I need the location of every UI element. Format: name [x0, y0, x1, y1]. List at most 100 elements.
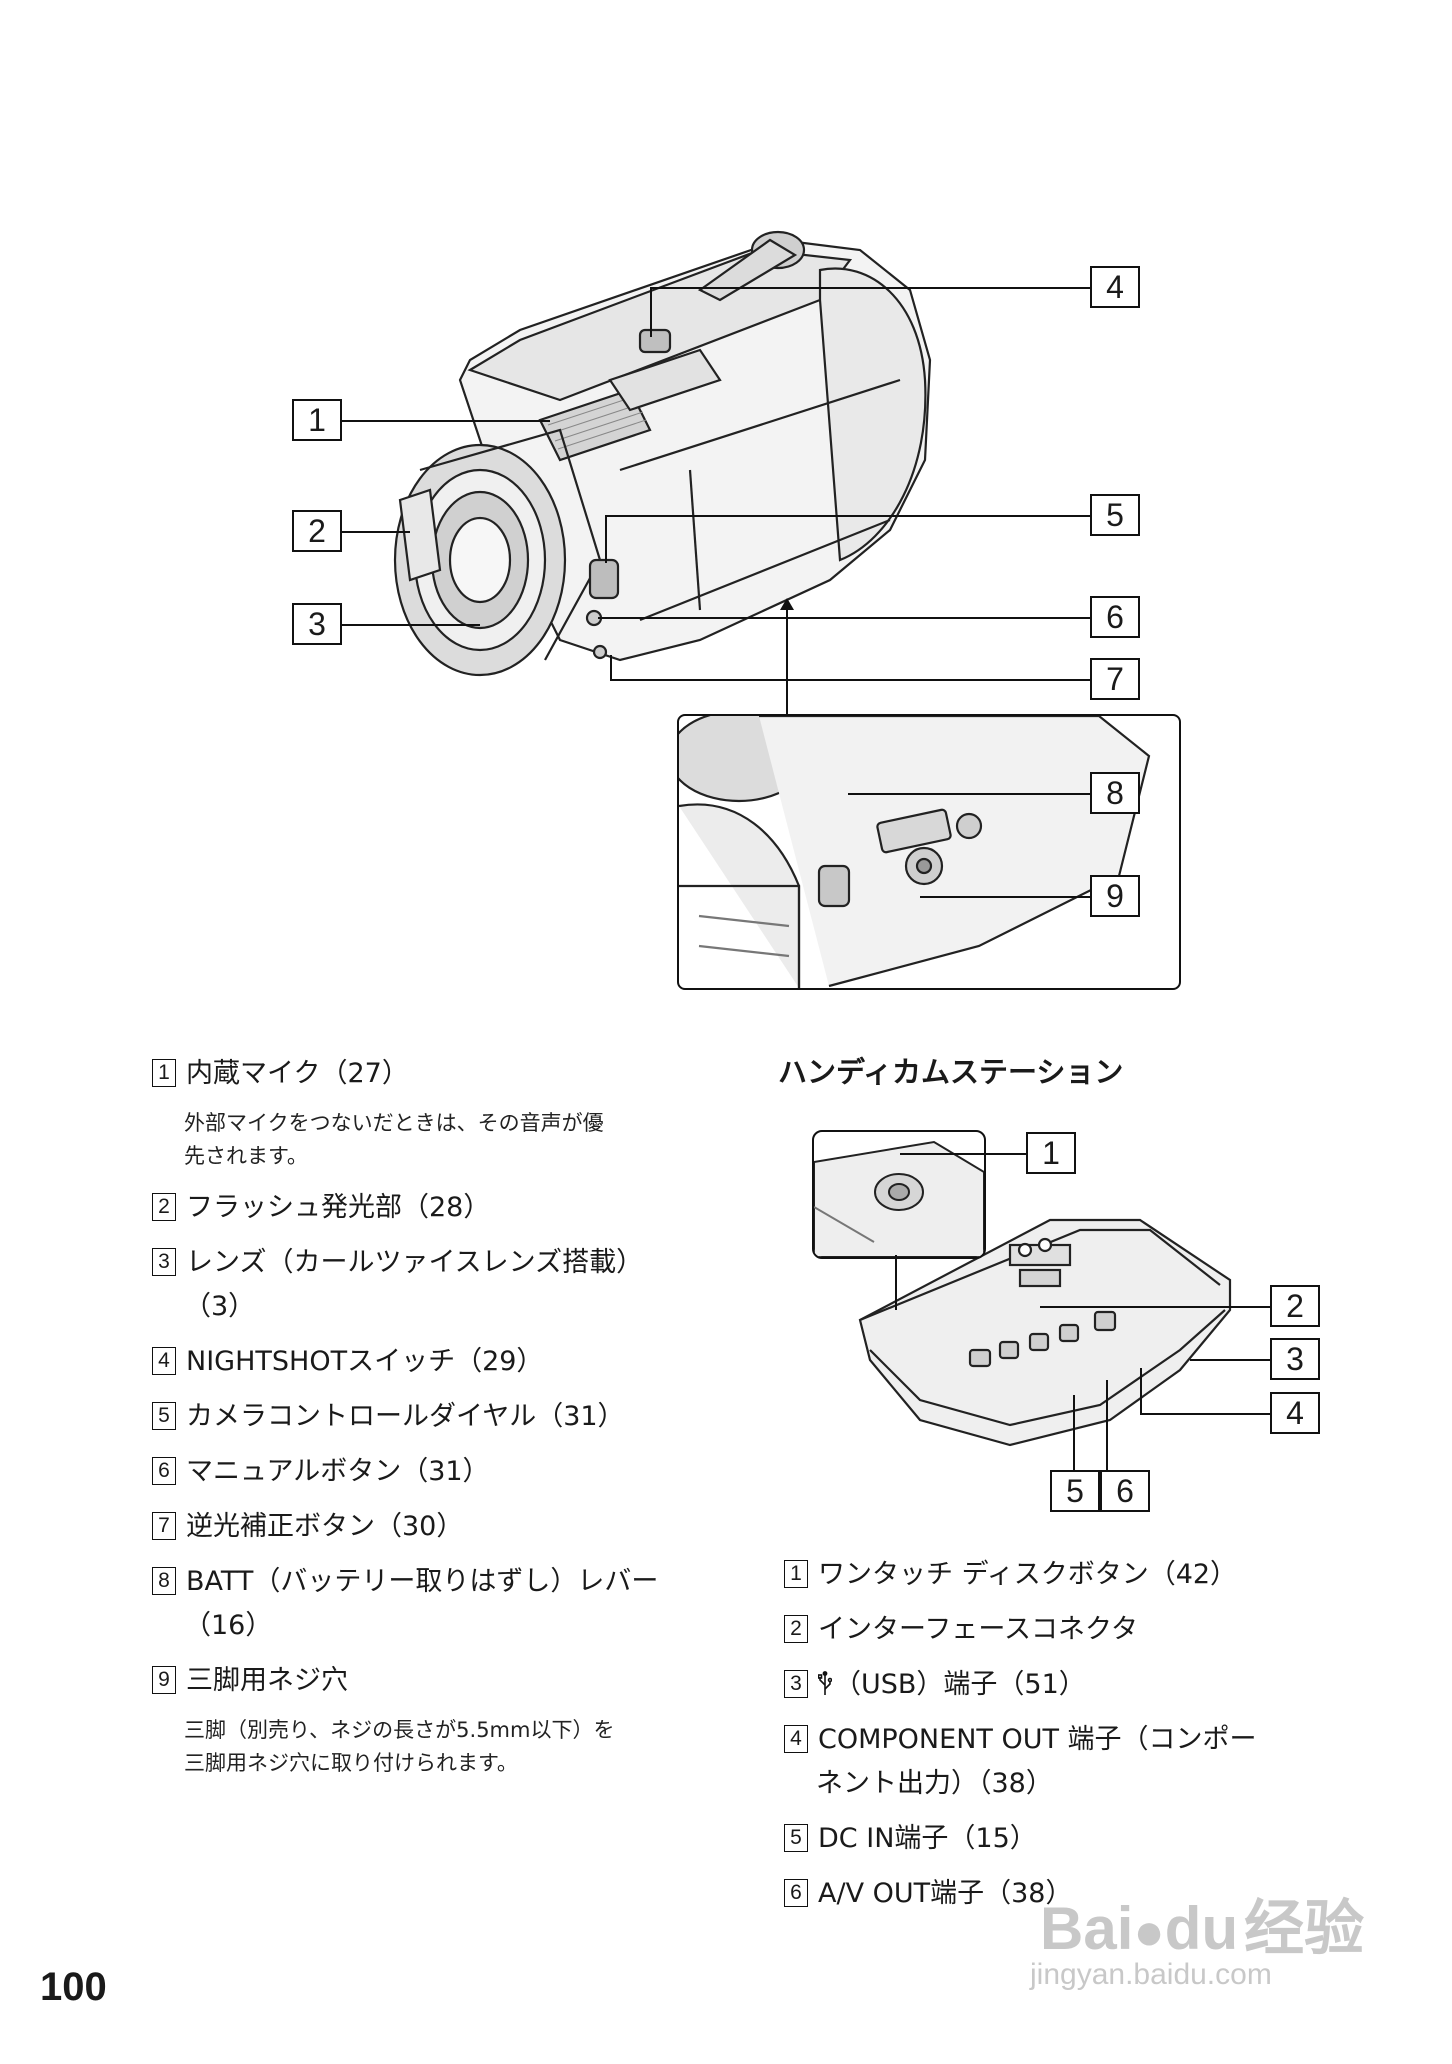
callout-8: 8	[1090, 772, 1140, 814]
item-number-box: 8	[152, 1567, 176, 1595]
station-callout-4-vert	[1140, 1368, 1142, 1413]
item-number-box: 5	[152, 1402, 176, 1430]
item-number-box: 6	[784, 1879, 808, 1907]
list-item: 2 フラッシュ発光部（28）	[152, 1186, 490, 1230]
station-callout-5: 5	[1050, 1470, 1100, 1512]
item-number-box: 9	[152, 1666, 176, 1694]
item-number-box: 2	[784, 1615, 808, 1643]
callout-9-leader	[920, 896, 1090, 898]
item-number-box: 7	[152, 1512, 176, 1540]
watermark-brand: Bai	[1040, 1895, 1134, 1962]
note-line: 先されます。	[184, 1144, 308, 1168]
item-number-box: 4	[152, 1347, 176, 1375]
callout-3-leader	[340, 624, 480, 626]
callout-6: 6	[1090, 596, 1140, 638]
inset-connector-line	[895, 1255, 897, 1310]
callout-9: 9	[1090, 875, 1140, 917]
callout-4: 4	[1090, 266, 1140, 308]
item-label: NIGHTSHOTスイッチ（29）	[186, 1346, 544, 1377]
list-item: 6 マニュアルボタン（31）	[152, 1450, 490, 1494]
item-label: インターフェースコネクタ	[818, 1614, 1138, 1645]
item-label: BATT（バッテリー取りはずし）レバー	[186, 1566, 659, 1597]
list-item: 5 カメラコントロールダイヤル（31）	[152, 1395, 625, 1439]
list-item: 3 レンズ（カールツァイスレンズ搭載）	[152, 1241, 643, 1285]
item-number-box: 3	[784, 1670, 808, 1698]
callout-4-leader	[650, 287, 1090, 289]
page-number: 100	[40, 1965, 107, 2009]
item-label: A/V OUT端子（38）	[818, 1878, 1073, 1909]
item-continuation: （16）	[184, 1610, 273, 1641]
callout-3: 3	[292, 603, 342, 645]
item-label: ワンタッチ ディスクボタン（42）	[818, 1559, 1238, 1590]
item-number-box: 6	[152, 1457, 176, 1485]
station-illustration	[858, 1218, 1232, 1447]
camcorder-bottom-view	[679, 716, 1151, 988]
station-callout-1-leader	[900, 1153, 1060, 1155]
item-number-box: 3	[152, 1248, 176, 1276]
item-number-box: 4	[784, 1725, 808, 1753]
callout-4-vert	[650, 287, 652, 337]
item-number-box: 5	[784, 1824, 808, 1852]
item-number-box: 1	[784, 1560, 808, 1588]
callout-7-leader	[610, 679, 1090, 681]
station-callout-1: 1	[1026, 1132, 1076, 1174]
item-label: マニュアルボタン（31）	[186, 1456, 490, 1487]
item-label: DC IN端子（15）	[818, 1823, 1037, 1854]
station-callout-3: 3	[1270, 1338, 1320, 1380]
paw-icon: ●	[1133, 1903, 1165, 1961]
item-label: （USB）端子（51）	[834, 1669, 1086, 1700]
callout-5-vert	[605, 515, 607, 563]
item-label: COMPONENT OUT 端子（コンポー	[818, 1724, 1257, 1755]
callout-1: 1	[292, 399, 342, 441]
item-label: 逆光補正ボタン（30）	[186, 1511, 464, 1542]
callout-2-leader	[340, 531, 410, 533]
station-callout-4: 4	[1270, 1392, 1320, 1434]
item-label: カメラコントロールダイヤル（31）	[186, 1401, 625, 1432]
note-line: 三脚（別売り、ネジの長さが5.5mm以下）を	[184, 1718, 615, 1742]
station-heading: ハンディカムステーション	[778, 1055, 1124, 1089]
inset-arrow-line	[786, 608, 788, 714]
station-list-item: 3 （USB）端子（51）	[784, 1663, 1086, 1707]
disc-button-detail	[814, 1140, 984, 1257]
callout-8-leader	[848, 793, 1090, 795]
callout-2: 2	[292, 510, 342, 552]
station-list-item: 4 COMPONENT OUT 端子（コンポー	[784, 1718, 1257, 1762]
list-item: 8 BATT（バッテリー取りはずし）レバー	[152, 1560, 658, 1604]
station-callout-2: 2	[1270, 1285, 1320, 1327]
station-list-item: 2 インターフェースコネクタ	[784, 1608, 1138, 1652]
station-callout-5-vert	[1073, 1395, 1075, 1470]
callout-7: 7	[1090, 658, 1140, 700]
list-item: 4 NIGHTSHOTスイッチ（29）	[152, 1340, 543, 1384]
note-line: 外部マイクをつないだときは、その音声が優	[184, 1111, 604, 1135]
list-item: 9 三脚用ネジ穴	[152, 1659, 348, 1703]
station-callout-3-leader	[1190, 1359, 1270, 1361]
list-item: 1 内蔵マイク（27）	[152, 1052, 409, 1096]
callout-1-leader	[340, 420, 550, 422]
inset-arrow-head	[780, 598, 794, 610]
disc-button-inset	[812, 1130, 986, 1259]
station-list-item: 1 ワンタッチ ディスクボタン（42）	[784, 1553, 1237, 1597]
item-label: 三脚用ネジ穴	[186, 1665, 348, 1696]
station-list-item: 6 A/V OUT端子（38）	[784, 1872, 1072, 1916]
list-item: 7 逆光補正ボタン（30）	[152, 1505, 463, 1549]
item-label: フラッシュ発光部（28）	[186, 1192, 491, 1223]
item-number-box: 1	[152, 1059, 176, 1087]
camcorder-illustration	[393, 230, 932, 677]
item-continuation: ネント出力）（38）	[816, 1768, 1053, 1799]
bottom-view-inset	[677, 714, 1181, 990]
station-callout-6-vert	[1106, 1380, 1108, 1470]
watermark-suffix: 经验	[1244, 1895, 1365, 1962]
item-number-box: 2	[152, 1193, 176, 1221]
callout-6-leader	[598, 617, 1090, 619]
station-list-item: 5 DC IN端子（15）	[784, 1817, 1037, 1861]
station-callout-6: 6	[1100, 1470, 1150, 1512]
item-label: レンズ（カールツァイスレンズ搭載）	[186, 1247, 644, 1278]
callout-5: 5	[1090, 494, 1140, 536]
station-callout-2-leader	[1040, 1306, 1270, 1308]
usb-icon	[817, 1663, 834, 1707]
baidu-watermark-url: jingyan.baidu.com	[1030, 1958, 1272, 1991]
station-callout-4-leader	[1140, 1413, 1270, 1415]
item-label: 内蔵マイク（27）	[186, 1058, 409, 1089]
watermark-brand2: du	[1164, 1895, 1239, 1962]
